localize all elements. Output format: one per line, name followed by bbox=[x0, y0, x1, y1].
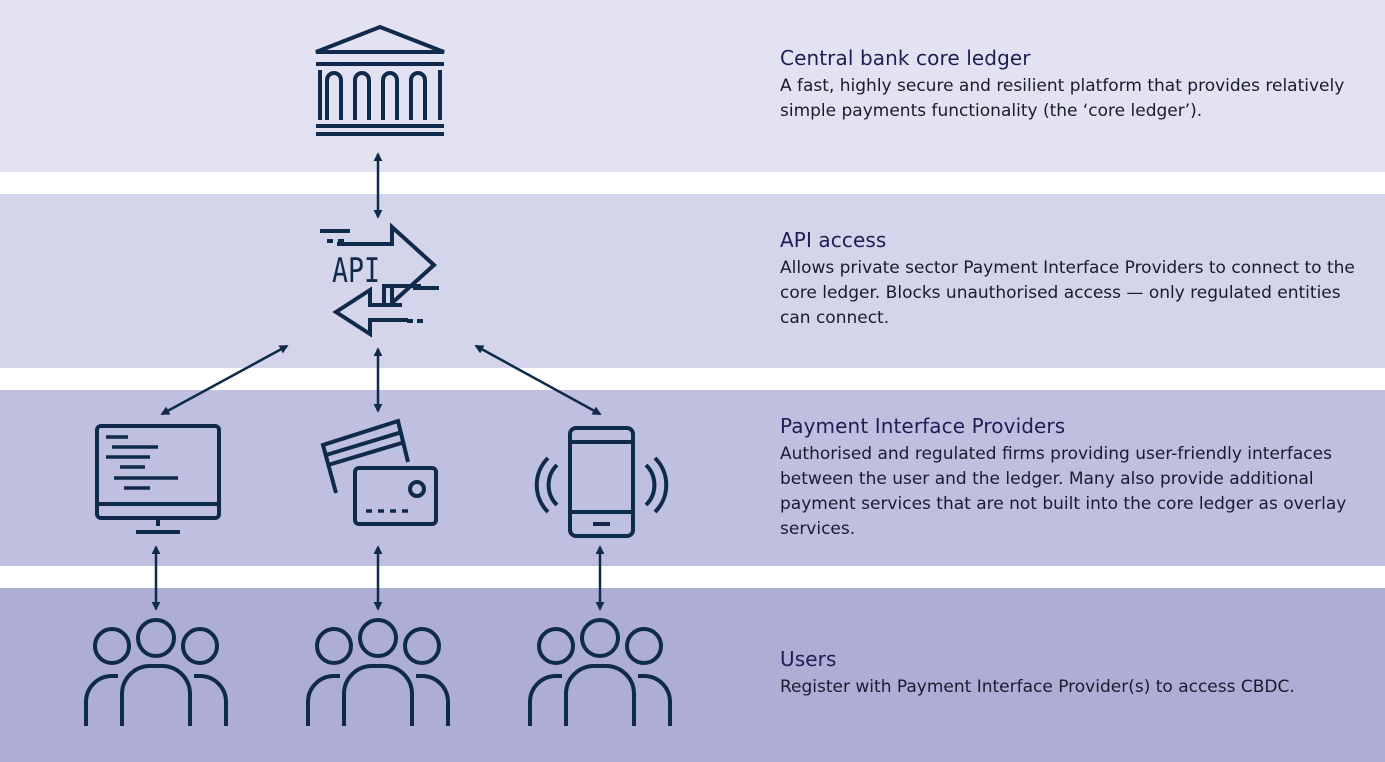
band-core-ledger bbox=[0, 0, 1385, 172]
api-arrows-icon bbox=[320, 222, 439, 338]
connector-api-desktop bbox=[160, 344, 289, 416]
user-group-icon bbox=[84, 618, 228, 726]
layer-api-access-text: API access Allows private sector Payment… bbox=[780, 228, 1370, 331]
layer-heading: API access bbox=[780, 228, 887, 252]
connector-api-phone bbox=[474, 344, 602, 416]
layer-payment-interface-providers-text: Payment Interface Providers Authorised a… bbox=[780, 414, 1370, 542]
layer-heading: Central bank core ledger bbox=[780, 46, 1031, 70]
layer-description: Register with Payment Interface Provider… bbox=[780, 677, 1295, 697]
desktop-monitor-icon bbox=[95, 424, 221, 534]
user-group-icon bbox=[528, 618, 672, 726]
layer-users-text: Users Register with Payment Interface Pr… bbox=[780, 647, 1370, 700]
user-group-icon bbox=[306, 618, 450, 726]
layer-description: Allows private sector Payment Interface … bbox=[780, 258, 1355, 328]
band-api-access bbox=[0, 194, 1385, 368]
layer-description: A fast, highly secure and resilient plat… bbox=[780, 76, 1345, 121]
band-payment-interface-providers bbox=[0, 390, 1385, 566]
bank-building-icon bbox=[315, 24, 445, 136]
smartphone-icon bbox=[534, 426, 669, 538]
layer-core-ledger-text: Central bank core ledger A fast, highly … bbox=[780, 46, 1370, 124]
layer-heading: Payment Interface Providers bbox=[780, 414, 1066, 438]
payment-cards-icon bbox=[320, 418, 438, 526]
layer-heading: Users bbox=[780, 647, 837, 671]
api-label: API bbox=[332, 251, 380, 291]
band-users bbox=[0, 588, 1385, 762]
layer-description: Authorised and regulated firms providing… bbox=[780, 444, 1347, 539]
